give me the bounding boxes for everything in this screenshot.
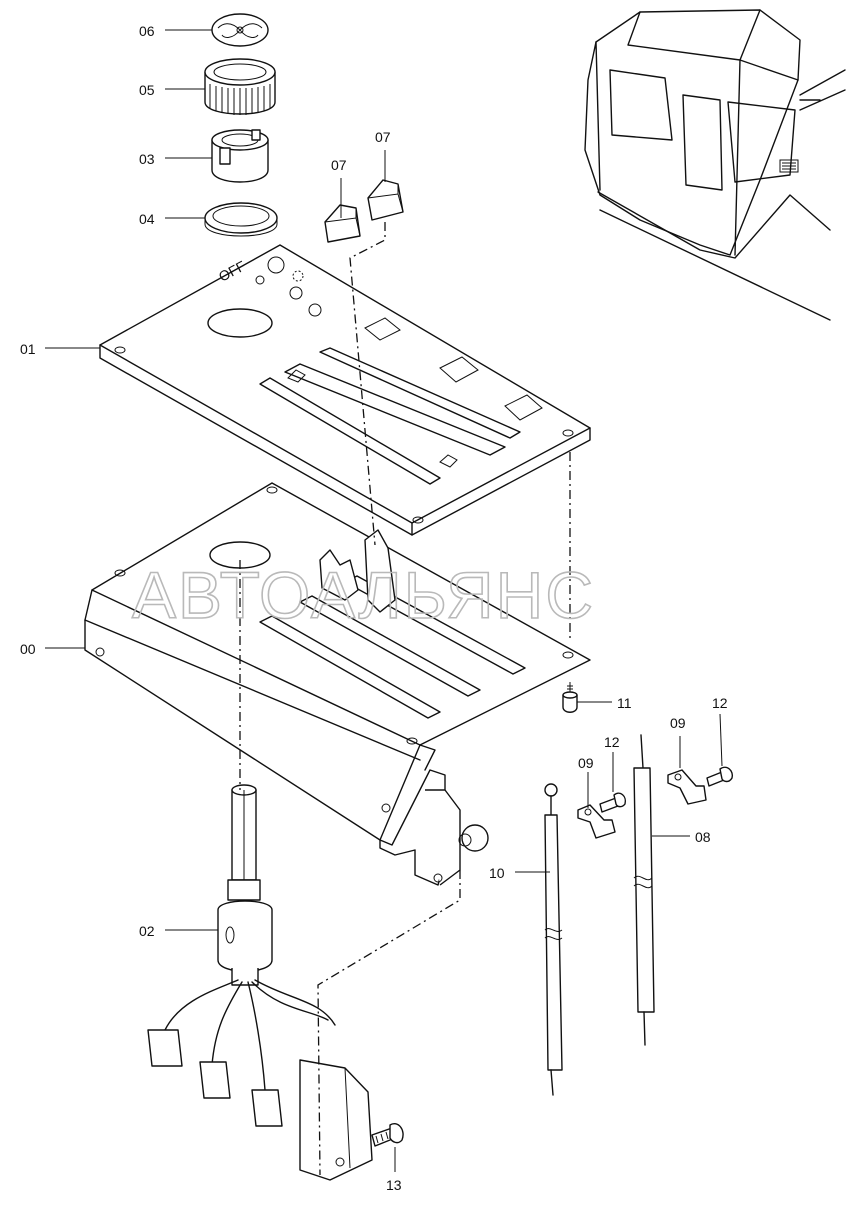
- label-02: 02: [139, 923, 155, 939]
- label-08: 08: [695, 829, 711, 845]
- label-07b: 07: [375, 129, 391, 145]
- label-00: 00: [20, 641, 36, 657]
- label-07a: 07: [331, 157, 347, 173]
- label-06: 06: [139, 23, 155, 39]
- assembly-guide-lines: [239, 222, 571, 1176]
- label-11: 11: [617, 695, 632, 711]
- part-07-knob-left: [324, 204, 361, 243]
- part-05-knob: [204, 58, 276, 115]
- label-04: 04: [139, 211, 155, 227]
- part-10-cable: [544, 783, 563, 1096]
- part-13-bolt: [371, 1123, 404, 1147]
- part-09-clamp-a: [577, 804, 616, 839]
- part-01-cover-plate: OFF: [99, 244, 591, 536]
- part-00-base-bracket: [84, 482, 591, 886]
- label-01: 01: [20, 341, 36, 357]
- part-03-collar: [211, 129, 269, 183]
- part-04-ring: [204, 202, 278, 237]
- leader-lines: [45, 29, 723, 1172]
- label-05: 05: [139, 82, 155, 98]
- label-12a: 12: [712, 695, 728, 711]
- part-09-clamp-b: [667, 769, 707, 805]
- label-10: 10: [489, 865, 505, 881]
- label-09a: 09: [670, 715, 686, 731]
- part-06-cap: [211, 13, 269, 47]
- part-12-screw-b: [706, 766, 734, 787]
- callout-labels: 06 05 03 04 07 07 01 00 11 12 09 12 09 0…: [20, 23, 728, 1193]
- label-09b: 09: [578, 755, 594, 771]
- label-13: 13: [386, 1177, 402, 1193]
- part-02-switch: [147, 784, 373, 1181]
- label-03: 03: [139, 151, 155, 167]
- part-11-nut: [562, 682, 578, 713]
- part-07-knob-right: [367, 179, 404, 221]
- part-12-screw-a: [599, 792, 627, 813]
- part-08-cable: [633, 734, 655, 1046]
- watermark-text: АВТОАЛЬЯНС: [132, 558, 595, 632]
- label-12b: 12: [604, 734, 620, 750]
- cab-inset-illustration: [584, 9, 846, 321]
